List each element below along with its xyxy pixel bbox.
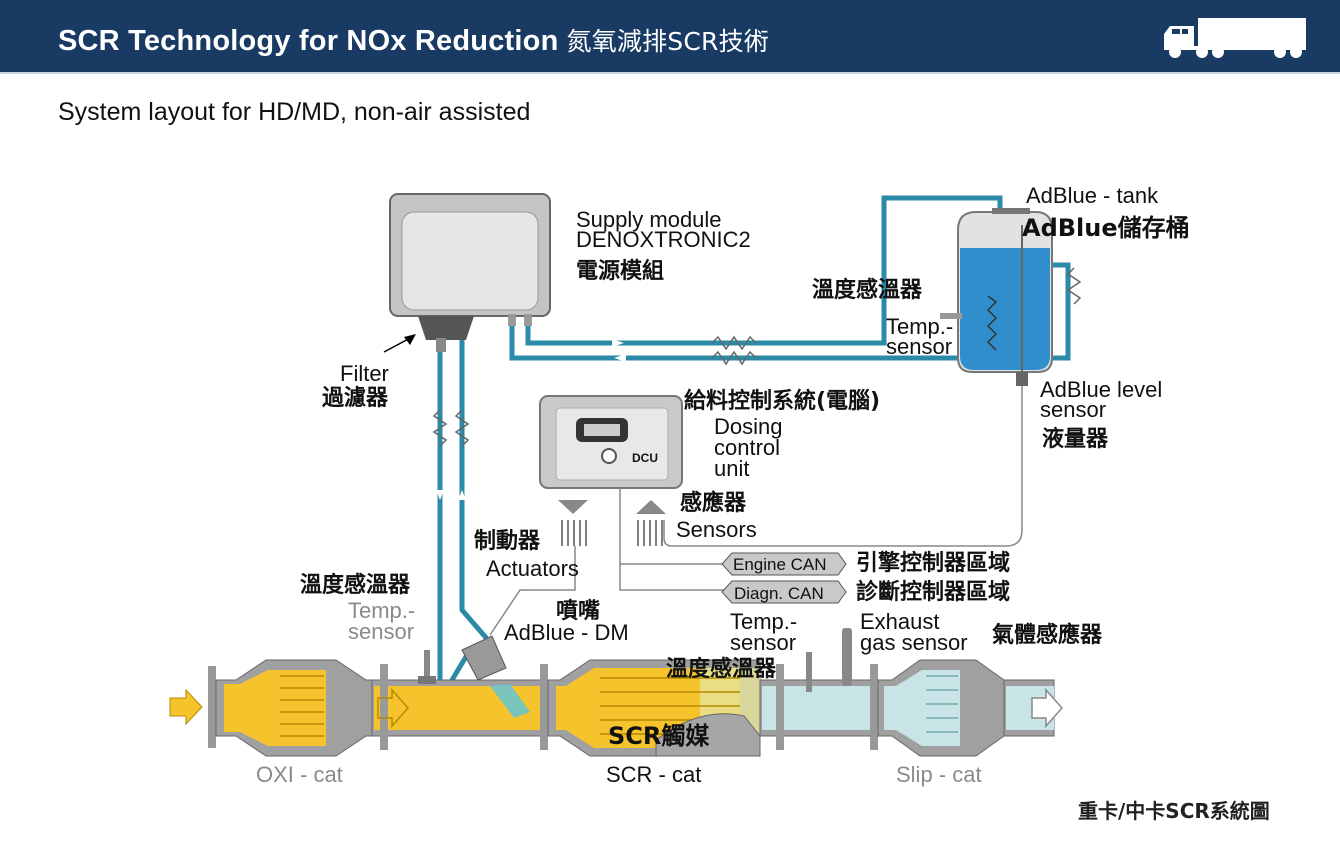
filter-cn: 過濾器: [322, 385, 389, 411]
tank-heater-icon: [986, 295, 998, 351]
supply-module-cn: 電源模組: [576, 258, 664, 284]
tank-label: AdBlue - tank: [1026, 183, 1159, 208]
truck-icon: [1164, 18, 1306, 58]
dcu: DCU: [539, 395, 683, 489]
tank-cn: AdBlue儲存桶: [1022, 214, 1190, 242]
sensors-en: Sensors: [676, 517, 757, 542]
figure-caption: 重卡/中卡SCR系統圖: [1078, 799, 1270, 823]
arrow-right: [612, 339, 624, 347]
tank-temp-cn: 溫度感溫器: [812, 277, 923, 303]
adblue-tank: [940, 208, 1053, 386]
dcu-en1: Dosing: [714, 414, 782, 439]
heater-icon: [454, 409, 470, 447]
line-heaters: [432, 267, 1082, 447]
dcu-cn: 給料控制系統(電腦): [684, 388, 880, 414]
arrow-left: [614, 354, 626, 362]
heater-icon: [711, 350, 757, 366]
arrow-down: [436, 490, 444, 500]
actuators-cn: 制動器: [474, 529, 541, 554]
flow-arrows: [436, 339, 626, 500]
line-supply-to-tank: [509, 262, 1071, 361]
actuator-arrow-icon: [558, 500, 588, 514]
supply-module: [389, 193, 551, 352]
svg-text:Diagn. CAN: Diagn. CAN: [734, 584, 824, 603]
supply-module-model: DENOXTRONIC2: [576, 227, 751, 252]
dosing-module-cn: 噴嘴: [556, 598, 600, 624]
exhaust-sensor-en1: Exhaust: [860, 609, 940, 634]
exhaust-sensor-cn: 氣體感應器: [992, 622, 1103, 648]
downstream-temp-en1: Temp.-: [730, 609, 797, 634]
scr-cat-label: SCR - cat: [606, 762, 701, 787]
exhaust-sensor-en2: gas sensor: [860, 630, 968, 655]
upstream-temp-en2: sensor: [348, 619, 414, 644]
outlet-arrow-icon: [1031, 688, 1064, 728]
engine-can-tag: Engine CAN: [721, 552, 847, 576]
subtitle: System layout for HD/MD, non-air assiste…: [58, 98, 531, 126]
sensor-arrow-icon: [636, 500, 666, 514]
line-supply-to-dm-a: [437, 345, 473, 710]
dcu-en2: control: [714, 435, 780, 460]
level-sensor-en2: sensor: [1040, 397, 1106, 422]
dosing-module-icon: [461, 635, 530, 718]
supply-module-label: Supply module: [576, 207, 722, 232]
exhaust-system: [169, 628, 1064, 757]
scr-cat-cn: SCR觸媒: [608, 722, 710, 750]
tank-temp-en1: Temp.-: [886, 314, 953, 339]
engine-can-cn: 引擎控制器區域: [856, 550, 1010, 576]
diagn-can-cn: 診斷控制器區域: [856, 579, 1010, 605]
oxi-cat-label: OXI - cat: [256, 762, 343, 787]
dcu-can-wire: [619, 488, 728, 591]
inlet-arrow-icon: [169, 688, 203, 726]
level-sensor-en1: AdBlue level: [1040, 377, 1162, 402]
downstream-temp-cn: 溫度感溫器: [666, 656, 777, 682]
arrow-up: [458, 490, 466, 500]
downstream-temp-en2: sensor: [730, 630, 796, 655]
dcu-en3: unit: [714, 456, 749, 481]
upstream-temp-cn: 溫度感溫器: [300, 572, 411, 598]
sensors-cn: 感應器: [680, 490, 747, 516]
heater-icon: [432, 409, 448, 447]
heater-icon: [711, 335, 757, 351]
level-sensor-cn: 液量器: [1042, 426, 1109, 452]
actuator-wire: [489, 546, 576, 636]
svg-text:Engine CAN: Engine CAN: [733, 555, 827, 574]
tank-temp-en2: sensor: [886, 334, 952, 359]
dcu-badge: DCU: [632, 451, 658, 465]
slip-cat-label: Slip - cat: [896, 762, 982, 787]
filter-label: Filter: [340, 361, 389, 386]
sensor-bus-line: [663, 520, 1023, 547]
line-supply-to-dm-b: [459, 318, 490, 642]
dosing-module-en: AdBlue - DM: [504, 620, 629, 645]
line-tank-to-supply: [525, 195, 1003, 346]
actuators-en: Actuators: [486, 556, 579, 581]
title-en: SCR Technology for NOx Reduction: [58, 25, 559, 57]
title-cn: 氮氧減排SCR技術: [566, 27, 769, 56]
heater-icon: [1066, 267, 1082, 305]
signal-bars: [561, 520, 663, 546]
upstream-temp-en1: Temp.-: [348, 598, 415, 623]
diagn-can-tag: Diagn. CAN: [721, 580, 847, 604]
filter-pointer-head: [404, 334, 416, 345]
